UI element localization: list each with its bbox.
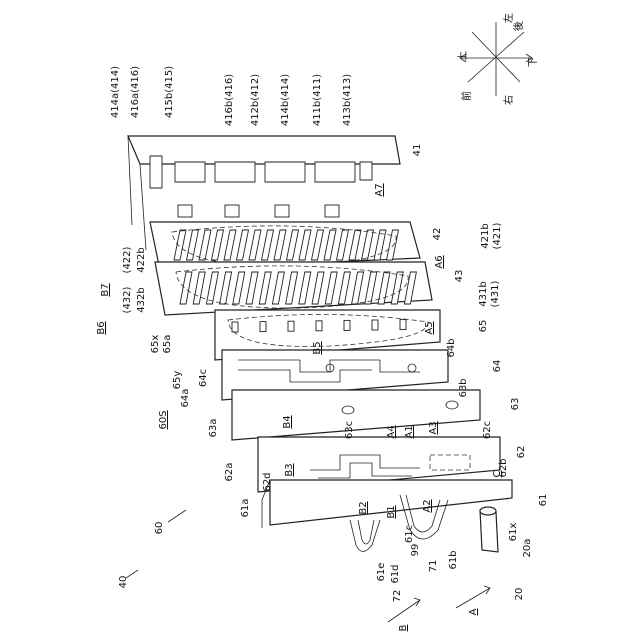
- label-61e: 61e: [376, 563, 387, 582]
- label-61x: 61x: [508, 523, 519, 542]
- plate-61: [262, 480, 512, 528]
- label-b4: B4: [282, 415, 293, 428]
- label-a2: A2: [422, 499, 433, 512]
- plate-43: [155, 262, 432, 315]
- label-40: 40: [118, 576, 129, 589]
- plate-65-hole: [344, 320, 350, 330]
- label-b3: B3: [284, 463, 295, 476]
- label-b6: B6: [96, 321, 107, 334]
- label-a4: A4: [386, 425, 397, 438]
- label-a5: A5: [424, 321, 435, 334]
- label-62: 62: [516, 446, 527, 459]
- label-62a: 62a: [224, 463, 235, 482]
- plate-65-hole: [372, 320, 378, 330]
- label-64b: 64b: [446, 338, 457, 357]
- direction-compass: [460, 22, 532, 96]
- label-61b: 61b: [448, 550, 459, 569]
- label-a: A: [468, 608, 479, 615]
- compass-back-label: 後: [512, 21, 525, 31]
- label-a6: A6: [434, 255, 445, 268]
- plate-65-hole: [288, 321, 294, 331]
- plate-65-hole: [232, 322, 238, 332]
- label-a3: A3: [428, 421, 439, 434]
- label-a1: A1: [404, 425, 415, 438]
- label-432: (432): [122, 286, 133, 313]
- label-412b: 412b(412): [250, 74, 261, 126]
- compass-front-label: 前: [460, 91, 473, 101]
- label-63: 63: [510, 398, 521, 411]
- label-71: 71: [428, 560, 439, 573]
- plate-41-lower-tabs: [178, 205, 339, 217]
- label-64c: 64c: [198, 369, 209, 387]
- label-20a: 20a: [522, 539, 533, 558]
- label-63a: 63a: [208, 419, 219, 438]
- label-65y: 65y: [172, 371, 183, 390]
- plate-65-hole: [400, 320, 406, 330]
- label-62d: 62d: [262, 472, 273, 491]
- label-20: 20: [514, 588, 525, 601]
- label-422: (422): [122, 246, 133, 273]
- pipe-20: [480, 507, 498, 552]
- label-64a: 64a: [180, 389, 191, 408]
- label-61a: 61a: [240, 499, 251, 518]
- label-65x: 65x: [150, 335, 161, 354]
- section-arrow-a: [456, 586, 490, 608]
- label-64: 64: [492, 360, 503, 373]
- label-99: 99: [410, 544, 421, 557]
- plate-65-hole: [316, 321, 322, 331]
- label-72: 72: [392, 590, 403, 603]
- label-61c: 61c: [404, 525, 415, 543]
- label-b2: B2: [358, 501, 369, 514]
- label-b5: B5: [312, 341, 323, 354]
- label-43: 43: [454, 270, 465, 283]
- label-422b: 422b: [136, 247, 147, 272]
- compass-down-label: 下: [528, 57, 539, 67]
- label-432b: 432b: [136, 287, 147, 312]
- label-b7: B7: [100, 283, 111, 296]
- label-415b: 415b(415): [164, 66, 175, 118]
- label-416b: 416b(416): [224, 74, 235, 126]
- label-65: 65: [478, 320, 489, 333]
- label-42: 42: [432, 228, 443, 241]
- label-421: (421): [492, 222, 503, 249]
- label-61: 61: [538, 494, 549, 507]
- label-63b: 63b: [458, 378, 469, 397]
- label-431: (431): [490, 280, 501, 307]
- label-60: 60: [154, 522, 165, 535]
- label-431b: 431b: [478, 281, 489, 306]
- label-60s: 60S: [158, 410, 169, 429]
- compass-up-label: 上: [457, 51, 469, 61]
- plate-63: [232, 390, 480, 440]
- label-421b: 421b: [480, 223, 491, 248]
- label-65a: 65a: [162, 335, 173, 354]
- pipe-72: [350, 520, 380, 552]
- plate-65-hole: [260, 322, 266, 332]
- label-a7: A7: [374, 183, 385, 196]
- label-62b: 62b: [498, 458, 509, 477]
- label-41: 41: [412, 144, 423, 157]
- label-b1: B1: [386, 505, 397, 518]
- label-63c: 63c: [344, 421, 355, 439]
- label-62c: 62c: [482, 421, 493, 439]
- label-b: B: [398, 624, 409, 631]
- label-413b: 413b(413): [342, 74, 353, 126]
- label-411b: 411b(411): [312, 74, 323, 126]
- leader-60: [168, 510, 186, 522]
- label-61d: 61d: [390, 564, 401, 583]
- label-414a: 414a(414): [110, 66, 121, 118]
- label-416a: 416a(416): [130, 66, 141, 118]
- compass-right-label: 右: [502, 95, 515, 105]
- label-414b: 414b(414): [280, 74, 291, 126]
